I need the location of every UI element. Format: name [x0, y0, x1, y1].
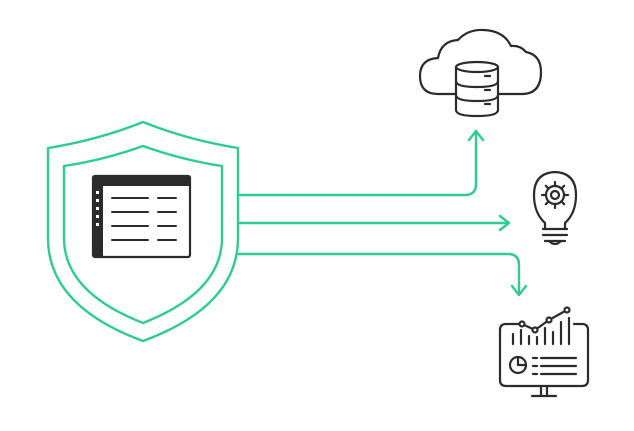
- arrowhead-down-icon: [510, 284, 528, 297]
- bar-chart-icon: [511, 316, 571, 346]
- lightbulb-gear-icon: [532, 170, 578, 246]
- connector-cloud-database: [236, 129, 485, 197]
- connector-analytics: [236, 252, 528, 297]
- table-rows: [111, 197, 177, 241]
- shield-icon: [46, 120, 240, 343]
- connectors: [236, 129, 528, 297]
- arrowhead-up-icon: [467, 129, 485, 142]
- cloud-outline: [418, 28, 543, 96]
- shield-inner: [62, 144, 224, 325]
- monitor-stand: [530, 384, 558, 398]
- window-sidebar: [93, 186, 103, 257]
- shield-outer: [46, 120, 240, 343]
- bulb-base: [541, 227, 569, 246]
- legend-lines: [531, 356, 578, 376]
- database-cylinder-icon: [454, 60, 500, 118]
- arrowhead-right-icon: [498, 214, 511, 232]
- data-table-window-icon: [91, 174, 192, 259]
- analytics-monitor-icon: [498, 306, 590, 398]
- window-titlebar: [93, 176, 190, 186]
- pie-chart-icon: [508, 355, 528, 375]
- gear-icon: [540, 180, 570, 210]
- sidebar-dots: [96, 191, 99, 226]
- line-chart-icon: [518, 306, 571, 334]
- cloud-database-icon: [418, 28, 543, 118]
- monitor-outline: [498, 322, 590, 388]
- bulb-outline: [532, 170, 578, 231]
- connector-lightbulb: [236, 214, 511, 232]
